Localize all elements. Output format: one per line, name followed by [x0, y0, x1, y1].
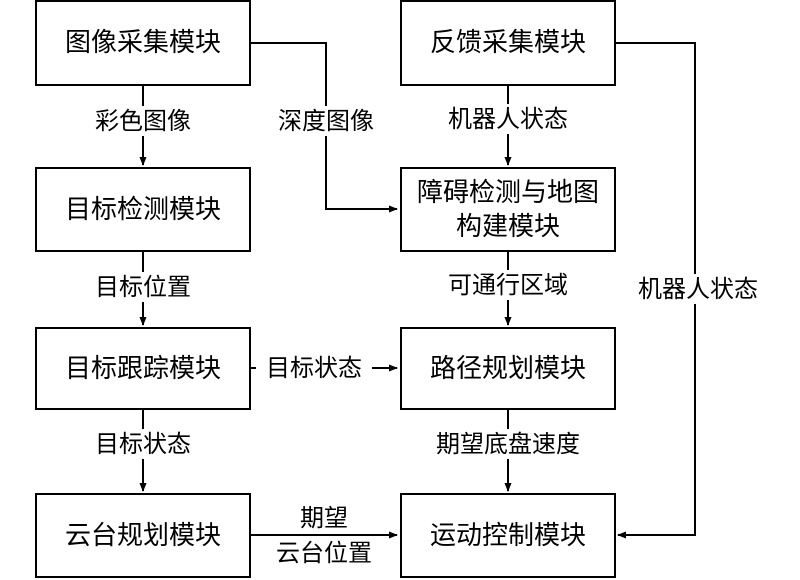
- edge-label-depth-image: 深度图像: [266, 106, 386, 136]
- edge-label-color-image: 彩色图像: [83, 106, 203, 136]
- box-label: 障碍检测与地图构建模块: [416, 177, 599, 242]
- box-label: 目标跟踪模块: [64, 353, 221, 384]
- box-label: 图像采集模块: [64, 28, 221, 58]
- edge-label-robot-state-right: 机器人状态: [623, 274, 773, 304]
- edge-label-passable-area: 可通行区域: [430, 270, 586, 300]
- box-label: 云台规划模块: [64, 520, 221, 551]
- edge-label-target-state-left: 目标状态: [83, 429, 203, 459]
- target-detection-module: 目标检测模块: [35, 167, 251, 252]
- box-label: 反馈采集模块: [429, 28, 586, 58]
- edge-label-desired-chassis-speed: 期望底盘速度: [418, 429, 598, 459]
- box-label: 运动控制模块: [429, 520, 586, 551]
- edge-label-robot-state-top: 机器人状态: [433, 104, 583, 134]
- box-label: 路径规划模块: [429, 353, 586, 384]
- box-label: 目标检测模块: [64, 194, 221, 225]
- target-tracking-module: 目标跟踪模块: [35, 327, 251, 410]
- obstacle-map-module: 障碍检测与地图构建模块: [400, 167, 616, 252]
- edge-label-desired-gimbal-line2: 云台位置: [264, 538, 384, 568]
- feedback-acquisition-module: 反馈采集模块: [400, 0, 616, 86]
- edge-label-target-position: 目标位置: [83, 272, 203, 302]
- edge-label-desired-gimbal-line1: 期望: [272, 503, 376, 533]
- gimbal-planning-module: 云台规划模块: [35, 493, 251, 578]
- image-acquisition-module: 图像采集模块: [35, 0, 251, 86]
- path-planning-module: 路径规划模块: [400, 327, 616, 410]
- motion-control-module: 运动控制模块: [400, 493, 616, 578]
- edge-label-target-state-mid: 目标状态: [256, 353, 372, 383]
